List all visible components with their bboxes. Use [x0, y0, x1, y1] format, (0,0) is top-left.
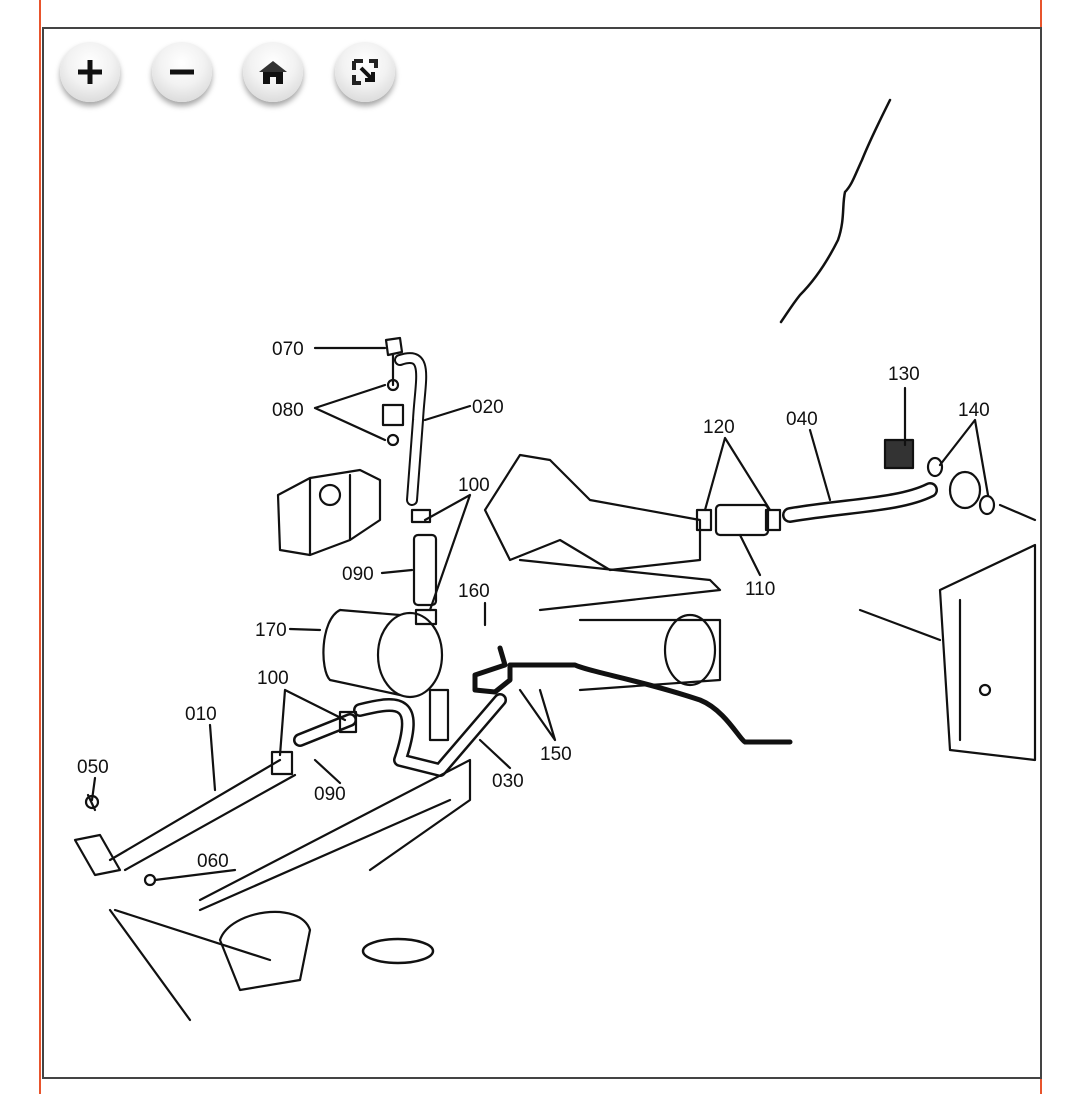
zoom-in-button[interactable] [60, 42, 120, 102]
expand-icon [352, 59, 378, 85]
zoom-out-button[interactable] [152, 42, 212, 102]
fullscreen-button[interactable] [335, 42, 395, 102]
label-120: 120 [703, 417, 735, 438]
label-100: 100 [458, 475, 490, 496]
fuel-pump [276, 468, 382, 557]
label-010: 010 [185, 704, 217, 725]
label-110: 110 [745, 579, 775, 600]
label-050: 050 [77, 757, 109, 778]
label-060: 060 [197, 851, 229, 872]
label-090: 090 [314, 784, 346, 805]
minus-icon [170, 69, 194, 75]
label-020: 020 [472, 397, 504, 418]
hand-drawn-line [779, 98, 892, 324]
diagram-viewer[interactable] [42, 27, 1042, 1079]
plus-icon [78, 60, 102, 84]
label-130: 130 [888, 364, 920, 385]
home-button[interactable] [243, 42, 303, 102]
label-100: 100 [257, 668, 289, 689]
label-160: 160 [458, 581, 490, 602]
label-090: 090 [342, 564, 374, 585]
left-edge-line [39, 0, 41, 1094]
label-170: 170 [255, 620, 287, 641]
label-080: 080 [272, 400, 304, 421]
label-040: 040 [786, 409, 818, 430]
label-150: 150 [540, 744, 572, 765]
label-070: 070 [272, 339, 304, 360]
label-030: 030 [492, 771, 524, 792]
label-140: 140 [958, 400, 990, 421]
marker-stroke [472, 645, 793, 745]
home-icon [259, 61, 287, 84]
